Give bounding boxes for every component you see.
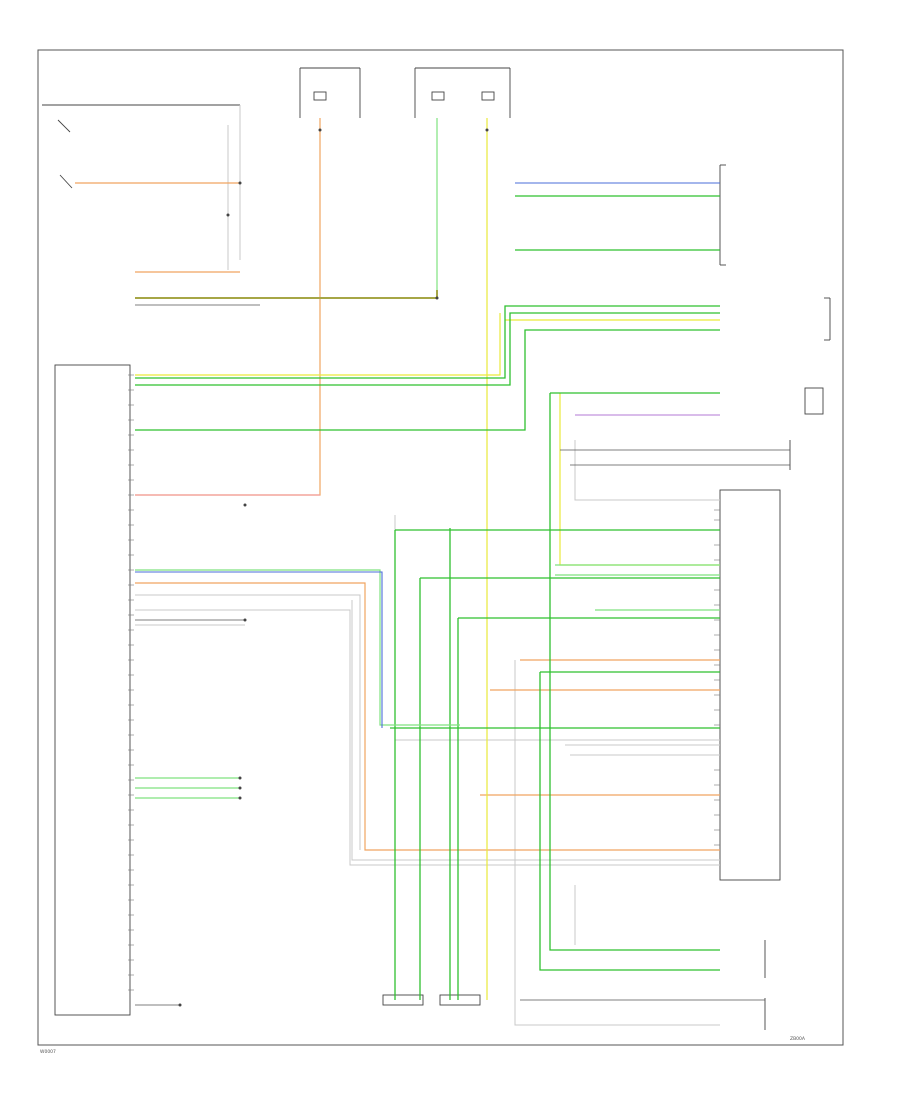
cabin-compartment-node-box xyxy=(54,364,131,1016)
label-bottom-left: W0007 xyxy=(40,1049,56,1055)
switch-contacts xyxy=(57,119,73,189)
black-wires xyxy=(135,304,790,1006)
junction-dots xyxy=(178,128,489,1007)
fuse-block-left xyxy=(299,67,361,118)
radio-pin-ticks xyxy=(714,499,720,861)
olive-wire xyxy=(135,290,438,299)
speaker-component-right-1 xyxy=(804,387,824,415)
fuse-block-right xyxy=(414,67,511,118)
gray-wires xyxy=(135,440,720,1026)
blue-wires xyxy=(135,182,720,728)
diagram-frame xyxy=(37,49,844,1046)
antenna-connector-right xyxy=(439,994,481,1006)
module-pin-ticks xyxy=(128,374,134,991)
radio-module-box xyxy=(719,489,781,881)
antenna-connector-left xyxy=(382,994,424,1006)
light-green-wires xyxy=(135,118,720,799)
green-wires xyxy=(135,195,720,1000)
label-bottom-frame: ZB00A xyxy=(790,1036,806,1042)
